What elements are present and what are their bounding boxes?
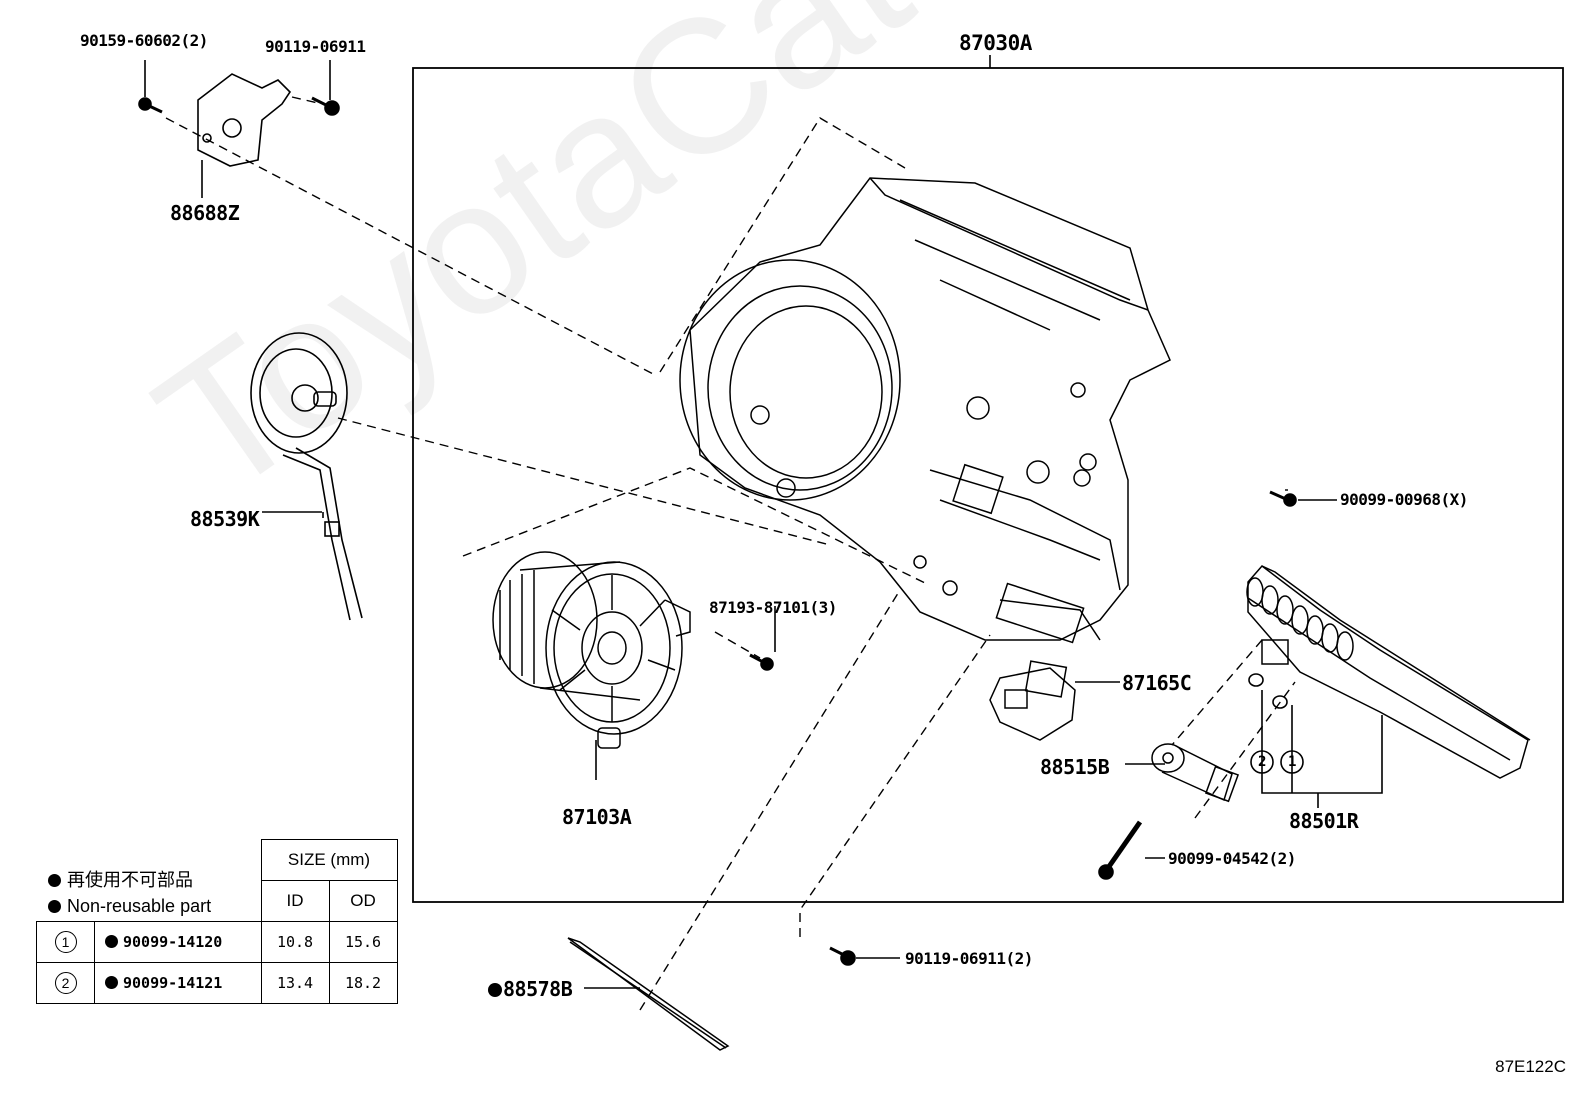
sensor-88539k-shape (250, 332, 363, 621)
bracket-88688z-shape (197, 73, 292, 167)
non-reusable-dot-icon (105, 976, 118, 989)
row-id: 13.4 (260, 962, 330, 1004)
legend: 再使用不可部品 Non-reusable part (48, 867, 211, 919)
label-88688z: 88688Z (170, 201, 240, 225)
label-87030a: 87030A (959, 31, 1032, 55)
circle-2-shape (1250, 750, 1274, 774)
legend-jp: 再使用不可部品 (48, 867, 211, 893)
non-reusable-dot-icon (488, 983, 502, 997)
label-88578b: 88578B (488, 977, 573, 1001)
label-88539k: 88539K (190, 507, 260, 531)
label-90099-04542: 90099-04542(2) (1168, 849, 1296, 868)
drawing-id: 87E122C (1495, 1057, 1566, 1076)
circle-ref-1: 1 (1288, 754, 1296, 770)
size-table-subheader: ID OD (37, 880, 398, 922)
row-id: 10.8 (260, 921, 330, 963)
circle-ref-2: 2 (1258, 754, 1266, 770)
label-87165c: 87165C (1122, 671, 1192, 695)
col-id-header: ID (260, 880, 330, 922)
size-table-header: SIZE (mm) (37, 839, 398, 881)
valve-88515b-shape (1151, 743, 1240, 803)
blower-case-shape (679, 177, 1171, 644)
row-od: 15.6 (328, 921, 398, 963)
bolt-90099-00968-shape (1269, 490, 1297, 507)
legend-jp-text: 再使用不可部品 (67, 870, 193, 890)
label-90119b: 90119-06911(2) (905, 949, 1033, 968)
label-88501r: 88501R (1289, 809, 1359, 833)
table-row: 2 90099-14121 13.4 18.2 (36, 962, 398, 1004)
row-od: 18.2 (328, 962, 398, 1004)
col-od-header: OD (328, 880, 398, 922)
assembly-frame (412, 67, 1564, 903)
size-header: SIZE (mm) (260, 839, 398, 881)
screw-87193-shape (749, 653, 774, 671)
label-87103a: 87103A (562, 805, 632, 829)
o-ring-1-shape (1272, 695, 1288, 709)
evaporator-88501r-shape (1246, 564, 1531, 779)
o-ring-2-shape (1248, 673, 1264, 687)
label-90159: 90159-60602(2) (80, 31, 208, 50)
row-ref: 1 (54, 931, 77, 953)
non-reusable-dot-icon (48, 900, 61, 913)
legend-en-text: Non-reusable part (67, 896, 212, 916)
resistor-87165c-shape (989, 660, 1076, 741)
bolt-90119b-shape (829, 946, 856, 966)
label-88578b-text: 88578B (503, 977, 573, 1001)
size-table: SIZE (mm) ID OD 1 90099-14120 10.8 15.6 … (36, 839, 398, 1004)
bolt-90119a-shape (311, 96, 340, 116)
table-row: 1 90099-14120 10.8 15.6 (36, 921, 398, 963)
label-90099-00968: 90099-00968(X) (1340, 490, 1468, 509)
label-87193: 87193-87101(3) (709, 598, 837, 617)
non-reusable-dot-icon (105, 935, 118, 948)
bolt-90099-04542-shape (1098, 820, 1143, 880)
circle-1-shape (1280, 750, 1304, 774)
row-part: 90099-14120 (123, 933, 223, 951)
label-90119a: 90119-06911 (265, 37, 366, 56)
filter-88578b-shape (567, 937, 730, 1051)
bolt-90159-shape (138, 97, 163, 114)
label-88515b: 88515B (1040, 755, 1110, 779)
non-reusable-dot-icon (48, 874, 61, 887)
row-part: 90099-14121 (123, 974, 223, 992)
row-ref: 2 (54, 972, 77, 994)
legend-en: Non-reusable part (48, 893, 211, 919)
blower-motor-87103a-shape (492, 551, 691, 749)
